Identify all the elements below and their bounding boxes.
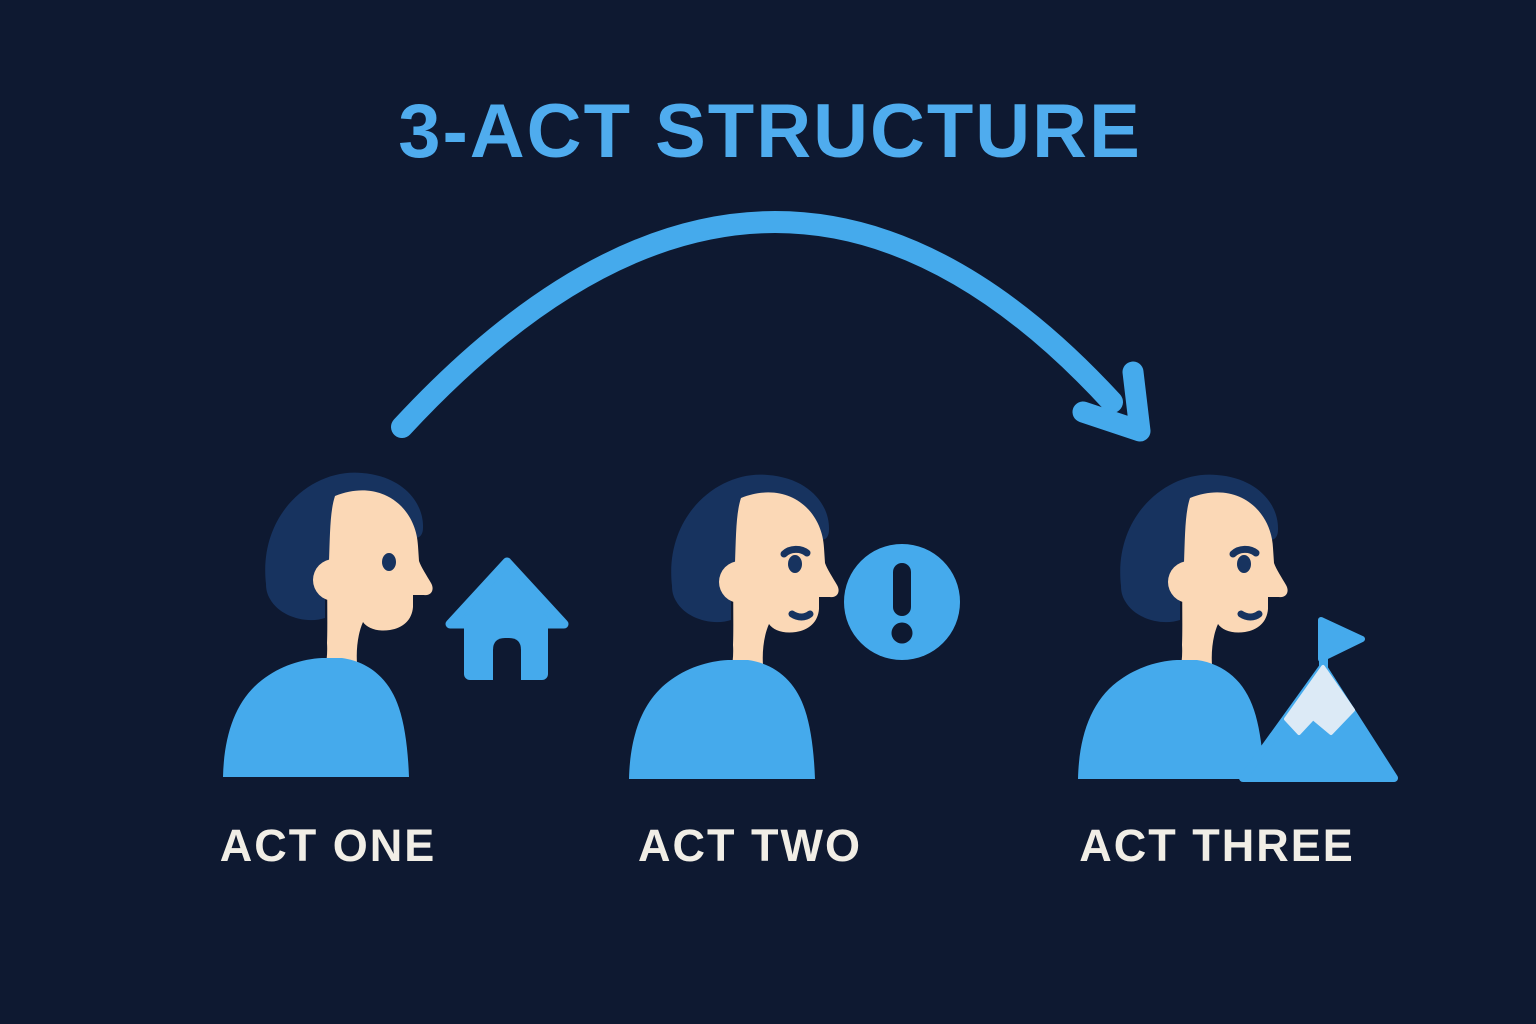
- arrow-shaft: [391, 211, 1123, 438]
- house-door: [493, 638, 521, 681]
- act-two-figure: [629, 474, 960, 779]
- act-one-label: ACT ONE: [220, 820, 437, 871]
- act-two-label: ACT TWO: [638, 820, 862, 871]
- exclamation-dot: [891, 622, 913, 644]
- exclamation-bar: [893, 563, 911, 616]
- act-three-figure: [1078, 474, 1398, 782]
- house-icon: [445, 557, 569, 681]
- page-title: 3-ACT STRUCTURE: [398, 89, 1142, 174]
- arrow-head: [1072, 361, 1151, 442]
- mountain-flag-icon: [1239, 617, 1398, 782]
- arc-arrow: [391, 211, 1151, 442]
- act-three-label: ACT THREE: [1079, 820, 1355, 871]
- exclamation-icon: [844, 544, 960, 660]
- flag-pennant: [1318, 617, 1365, 662]
- mountain-snow-cap: [1284, 665, 1355, 735]
- act-one-figure: [223, 472, 569, 777]
